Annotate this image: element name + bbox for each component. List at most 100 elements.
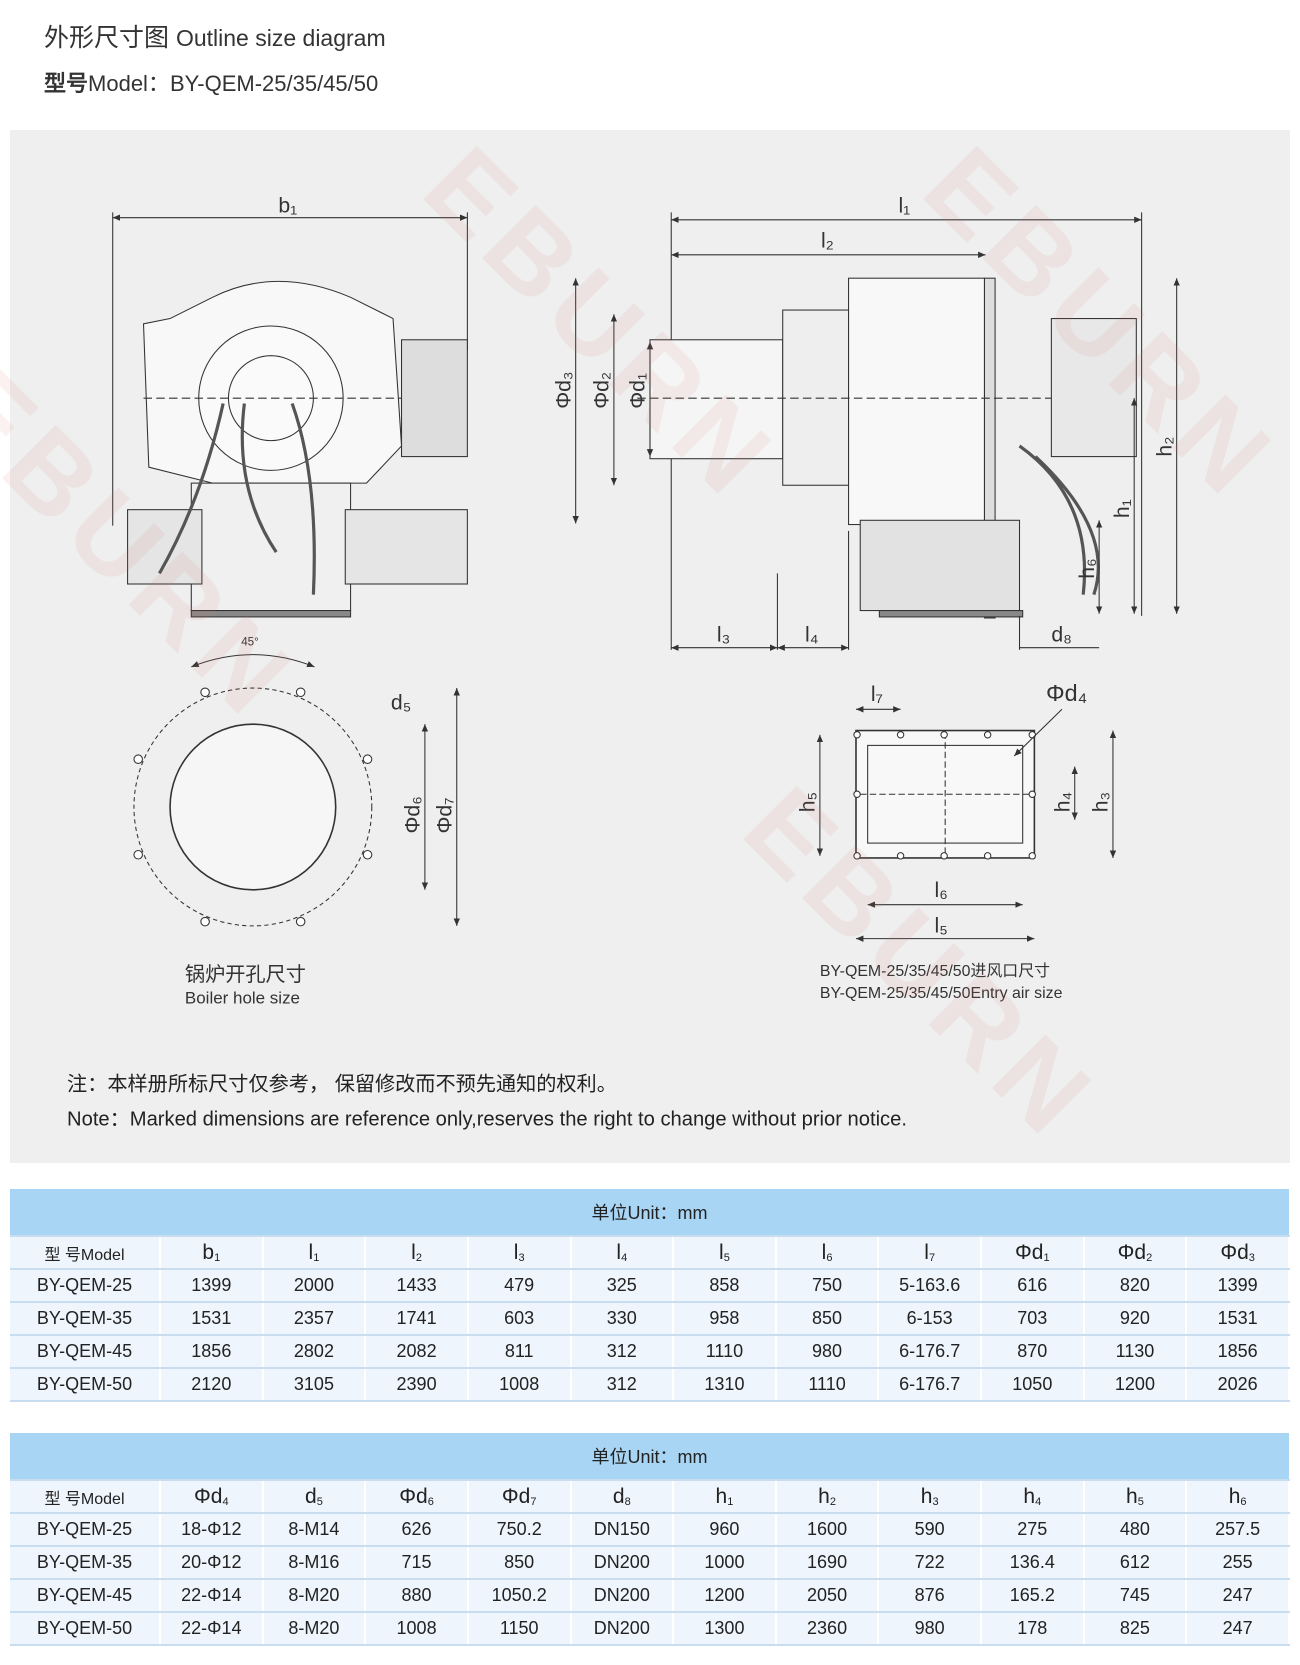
- table-cell: BY-QEM-25: [10, 1269, 161, 1303]
- table-cell: 20-Φ12: [160, 1546, 264, 1580]
- header-text: Φd: [194, 1484, 223, 1508]
- table-cell: 2082: [365, 1335, 469, 1369]
- header-text: h: [715, 1484, 728, 1508]
- column-header: l5: [673, 1236, 777, 1270]
- table-cell: 6-176.7: [878, 1368, 982, 1402]
- table-cell: 22-Φ14: [160, 1612, 264, 1646]
- column-header: 型 号Model: [10, 1480, 161, 1514]
- label-l5: l₅: [935, 914, 948, 937]
- table-cell: 850: [775, 1302, 880, 1336]
- label-d8: d₈: [1051, 623, 1072, 646]
- column-header: Φd2: [1083, 1236, 1188, 1270]
- header-text: l: [821, 1240, 827, 1264]
- table-cell: 1050: [981, 1368, 1085, 1402]
- table-cell: 480: [1083, 1513, 1188, 1547]
- label-h2: h₂: [1153, 437, 1176, 457]
- table-cell: 165.2: [981, 1579, 1085, 1613]
- column-header: d8: [570, 1480, 675, 1514]
- label-h4: h₄: [1051, 792, 1074, 812]
- table-cell: 2000: [262, 1269, 367, 1303]
- column-header: h6: [1186, 1480, 1290, 1514]
- table-cell: 136.4: [981, 1546, 1085, 1580]
- table-cell: 8-M16: [262, 1546, 367, 1580]
- table-cell: 870: [981, 1335, 1085, 1369]
- header-subscript: 6: [826, 1251, 833, 1264]
- table-cell: 1110: [775, 1368, 880, 1402]
- label-h1: h₁: [1111, 499, 1134, 518]
- header-text: 型 号Model: [44, 1246, 125, 1264]
- table-cell: 2026: [1186, 1368, 1290, 1402]
- header-subscript: 6: [427, 1495, 434, 1508]
- label-l2: l₂: [821, 229, 834, 252]
- header-text: l: [616, 1240, 622, 1264]
- header-subscript: 4: [1035, 1495, 1042, 1508]
- table-cell: 820: [1083, 1269, 1188, 1303]
- column-header: l1: [262, 1236, 367, 1270]
- table-cell: 616: [981, 1269, 1085, 1303]
- entry-air-en: BY-QEM-25/35/45/50Entry air size: [820, 985, 1063, 1002]
- header-subscript: 2: [415, 1251, 422, 1264]
- header-text: Φd: [399, 1484, 428, 1508]
- column-header: 型 号Model: [10, 1236, 161, 1270]
- label-l4: l₄: [805, 623, 818, 646]
- header-text: l: [719, 1240, 724, 1264]
- label-b1: b₁: [278, 194, 297, 217]
- label-angle: 45°: [241, 636, 259, 649]
- table-cell: 1050.2: [467, 1579, 572, 1613]
- column-header: l2: [365, 1236, 469, 1270]
- label-d1: Φd₁: [627, 373, 650, 409]
- header-subscript: 1: [313, 1251, 320, 1264]
- table-cell: 703: [981, 1302, 1085, 1336]
- header-subscript: 3: [518, 1251, 525, 1264]
- table-cell: 811: [467, 1335, 572, 1369]
- header-subscript: 1: [214, 1251, 221, 1264]
- header-subscript: 4: [621, 1251, 628, 1264]
- table-cell: DN200: [570, 1546, 675, 1580]
- header-text: l: [308, 1240, 314, 1264]
- title-cn: 外形尺寸图: [44, 24, 170, 52]
- table-cell: 858: [673, 1269, 777, 1303]
- table-cell: 3105: [262, 1368, 367, 1402]
- column-header: h3: [878, 1480, 982, 1514]
- table-cell: 1008: [365, 1612, 469, 1646]
- column-header: h2: [775, 1480, 880, 1514]
- header-text: 型 号Model: [44, 1490, 125, 1508]
- unit-header: 单位Unit：mm: [10, 1189, 1289, 1237]
- table-cell: 178: [981, 1612, 1085, 1646]
- label-l7: l₇: [871, 683, 883, 706]
- table-cell: 1200: [1083, 1368, 1188, 1402]
- table-cell: 590: [878, 1513, 982, 1547]
- table-cell: 2390: [365, 1368, 469, 1402]
- model-label: Model：: [88, 71, 170, 96]
- header-subscript: 7: [530, 1495, 537, 1508]
- table-cell: 1130: [1083, 1335, 1188, 1369]
- table-cell: 2120: [160, 1368, 264, 1402]
- label-h5: h₅: [797, 792, 820, 812]
- table-cell: 876: [878, 1579, 982, 1613]
- header-subscript: 2: [829, 1495, 836, 1508]
- header-text: Φd: [1015, 1240, 1044, 1264]
- column-header: l6: [775, 1236, 880, 1270]
- table-cell: 1433: [365, 1269, 469, 1303]
- table-cell: 850: [467, 1546, 572, 1580]
- table-cell: 275: [981, 1513, 1085, 1547]
- front-view: b₁: [112, 194, 468, 618]
- label-l6: l₆: [935, 879, 948, 902]
- column-header: l3: [467, 1236, 572, 1270]
- table-cell: 22-Φ14: [160, 1579, 264, 1613]
- table-cell: 1399: [1186, 1269, 1290, 1303]
- table-cell: 750.2: [467, 1513, 572, 1547]
- header-text: l: [411, 1240, 416, 1264]
- table-cell: 2360: [775, 1612, 880, 1646]
- header-subscript: 1: [727, 1495, 734, 1508]
- table-cell: 2050: [775, 1579, 880, 1613]
- table-cell: DN150: [570, 1513, 675, 1547]
- table-cell: BY-QEM-45: [10, 1579, 161, 1613]
- table-cell: 479: [467, 1269, 572, 1303]
- label-l1: l₁: [898, 194, 910, 217]
- boiler-hole-cn: 锅炉开孔尺寸: [185, 963, 306, 986]
- table-cell: 1008: [467, 1368, 572, 1402]
